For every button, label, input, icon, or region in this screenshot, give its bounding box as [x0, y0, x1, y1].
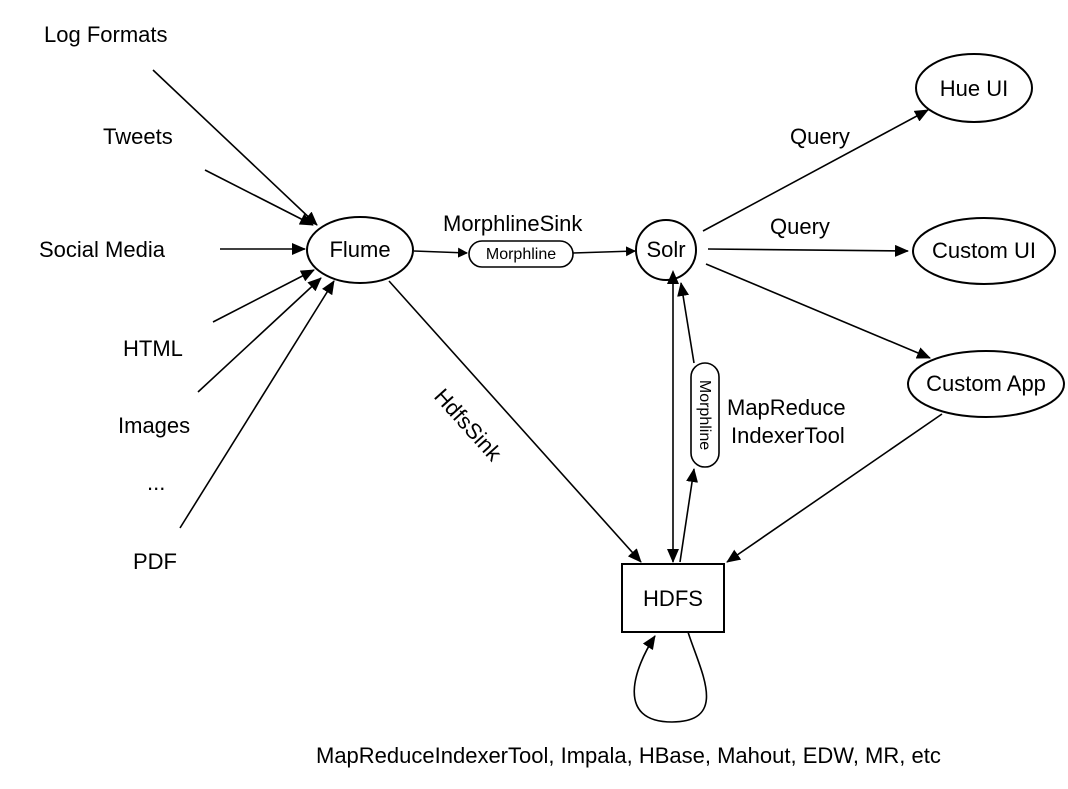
hue-ui-label: Hue UI [940, 76, 1008, 101]
morphline-box-horizontal [468, 240, 574, 268]
hdfs-label: HDFS [643, 586, 703, 611]
edge-solr-custom-app [705, 263, 931, 359]
mapreduce-label-line2: IndexerTool [731, 423, 845, 448]
edge-morphline-solr [572, 246, 636, 257]
source-tweets: Tweets [103, 124, 173, 149]
source-pdf: PDF [133, 549, 177, 574]
edge-flume-hdfs [388, 280, 642, 563]
footer-tools-label: MapReduceIndexerTool, Impala, HBase, Mah… [316, 743, 941, 768]
hue-ui-node [915, 53, 1033, 123]
source-log-formats: Log Formats [44, 22, 168, 47]
flume-node [306, 216, 414, 284]
flume-label: Flume [329, 237, 390, 262]
edge-tweets-flume [204, 169, 314, 226]
source-ellipsis: ... [147, 470, 165, 495]
custom-app-label: Custom App [926, 371, 1046, 396]
query-label-custom: Query [770, 214, 830, 239]
edge-flume-morphline [413, 247, 468, 258]
edge-hdfs-morphline [679, 468, 698, 563]
query-label-hue: Query [790, 124, 850, 149]
morphline-box-vertical [690, 362, 720, 468]
custom-ui-node [912, 217, 1056, 285]
morphline-sink-label: MorphlineSink [443, 211, 583, 236]
edge-morphline-solr-vertical [677, 282, 695, 364]
hdfs-sink-label: HdfsSink [429, 384, 507, 467]
custom-ui-label: Custom UI [932, 238, 1036, 263]
edge-hdfs-self-loop [633, 631, 708, 723]
edge-log-formats-flume [152, 69, 318, 226]
solr-node [635, 219, 697, 281]
hdfs-node [621, 563, 725, 633]
source-html: HTML [123, 336, 183, 361]
edge-solr-custom-ui [707, 244, 909, 257]
edge-solr-hue-ui [702, 109, 929, 232]
morphline-label-vertical: Morphline [696, 380, 713, 450]
mapreduce-label-line1: MapReduce [727, 395, 846, 420]
edge-images-flume [197, 277, 322, 393]
edge-custom-app-hdfs [726, 413, 943, 563]
edge-pdf-flume [179, 280, 335, 529]
edge-html-flume [212, 269, 315, 323]
source-images: Images [118, 413, 190, 438]
morphline-label-horizontal: Morphline [486, 246, 556, 263]
source-social-media: Social Media [39, 237, 166, 262]
solr-label: Solr [646, 237, 685, 262]
custom-app-node [907, 350, 1065, 418]
